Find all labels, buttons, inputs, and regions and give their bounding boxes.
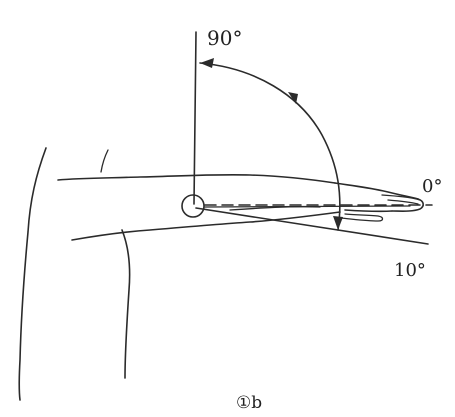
hand-upper-contour [334,182,419,200]
hand-lower-contour [344,209,393,213]
label-90-degrees: 90° [207,26,242,50]
body-outline-left [18,147,47,401]
arm-lower-contour [71,211,341,241]
thumb [339,213,384,222]
arc-arrowhead-mid [288,92,298,104]
label-10-degrees: 10° [394,260,426,281]
arm-upper-contour [57,173,336,184]
arc-arrowhead-bottom [333,216,343,230]
arc-arrowhead-top [200,58,214,68]
hyperextension-line [195,207,429,245]
lower-limb-contour [121,229,131,379]
vertical-reference-line [193,31,197,205]
fingertip [391,198,424,212]
joint-pivot-circle [181,194,205,218]
motion-arc [199,62,341,231]
arm-skin-fold [100,149,109,173]
horizontal-reference-line [204,205,411,208]
label-0-degrees: 0° [422,176,442,197]
figure-caption: ①b [236,393,262,413]
finger-contour-2 [387,199,419,205]
